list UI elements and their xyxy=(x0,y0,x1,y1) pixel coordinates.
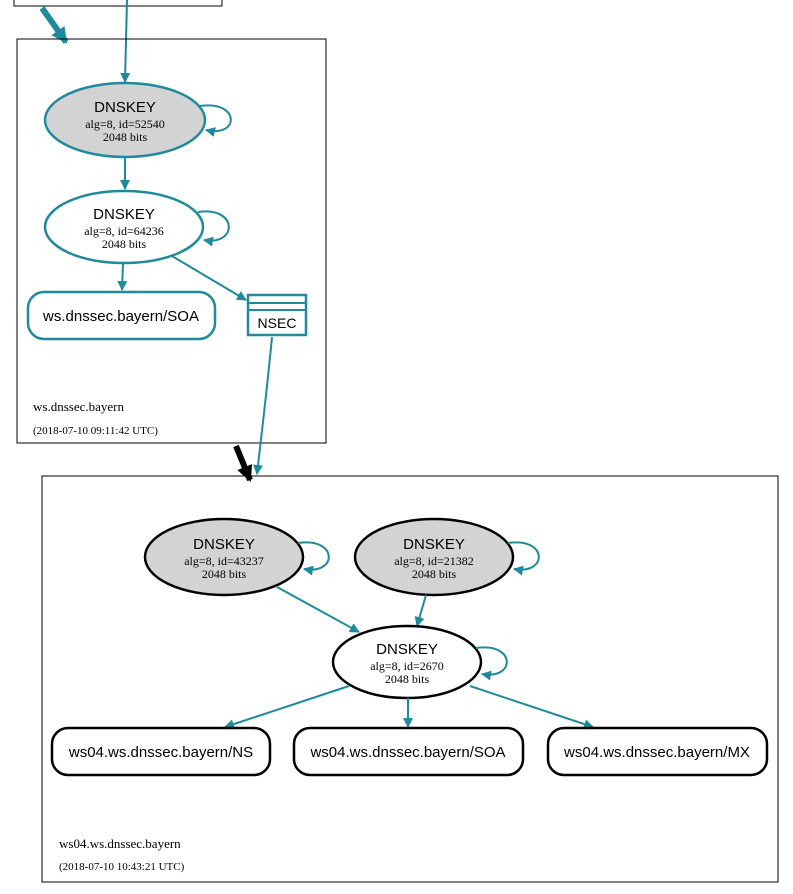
zone-box xyxy=(16,38,327,444)
dnskey-alg-id: alg=8, id=21382 xyxy=(394,554,474,568)
dnskey-node-ksk-43237[interactable]: DNSKEY alg=8, id=43237 2048 bits xyxy=(143,517,305,597)
edge-zsk-to-soa xyxy=(117,262,128,291)
dnskey-bits: 2048 bits xyxy=(103,130,148,144)
dnskey-alg-id: alg=8, id=64236 xyxy=(84,224,164,238)
nsec-label: NSEC xyxy=(258,315,297,331)
self-sign-loop xyxy=(475,646,508,681)
edge-zsk-to-ns xyxy=(224,685,350,729)
dnskey-type: DNSKEY xyxy=(193,536,255,553)
parent-zone-box xyxy=(13,0,223,7)
dnskey-node-ksk-21382[interactable]: DNSKEY alg=8, id=21382 2048 bits xyxy=(353,517,515,597)
self-sign-loop xyxy=(197,210,230,247)
self-sign-loop xyxy=(507,541,540,576)
zone-timestamp: (2018-07-10 10:43:21 UTC) xyxy=(59,861,185,873)
dnskey-alg-id: alg=8, id=52540 xyxy=(85,117,165,131)
zone-ws-dnssec-bayern: DNSKEY alg=8, id=52540 2048 bits DNSKEY … xyxy=(16,38,327,444)
self-sign-loop xyxy=(199,104,232,137)
dnskey-bits: 2048 bits xyxy=(202,567,247,581)
delegation-arrow-parent xyxy=(39,6,69,44)
zone-timestamp: (2018-07-10 09:11:42 UTC) xyxy=(33,425,158,437)
rrset-node-ns[interactable]: ws04.ws.dnssec.bayern/NS xyxy=(50,726,272,777)
dnskey-type: DNSKEY xyxy=(93,206,155,223)
dnskey-alg-id: alg=8, id=2670 xyxy=(370,659,444,673)
self-sign-loop xyxy=(297,541,330,576)
dnskey-type: DNSKEY xyxy=(403,536,465,553)
edge-parent-to-ksk xyxy=(120,0,131,83)
dnskey-node-zsk[interactable]: DNSKEY alg=8, id=64236 2048 bits xyxy=(43,189,205,265)
dnskey-node-ksk[interactable]: DNSKEY alg=8, id=52540 2048 bits xyxy=(43,81,207,159)
rrset-label: ws04.ws.dnssec.bayern/NS xyxy=(68,744,253,761)
rrset-node-mx[interactable]: ws04.ws.dnssec.bayern/MX xyxy=(546,726,769,777)
edge-zsk-to-mx xyxy=(469,685,594,729)
zone-name: ws04.ws.dnssec.bayern xyxy=(59,836,181,851)
dnskey-bits: 2048 bits xyxy=(412,567,457,581)
delegation-arrow-child xyxy=(233,444,253,482)
dnskey-bits: 2048 bits xyxy=(102,237,147,251)
dnskey-alg-id: alg=8, id=43237 xyxy=(184,554,264,568)
dnskey-type: DNSKEY xyxy=(94,99,156,116)
dnskey-type: DNSKEY xyxy=(376,641,438,658)
rrset-label: ws.dnssec.bayern/SOA xyxy=(42,308,199,325)
rrset-label: ws04.ws.dnssec.bayern/SOA xyxy=(309,744,505,761)
rrset-node-soa[interactable]: ws04.ws.dnssec.bayern/SOA xyxy=(292,726,525,777)
dnskey-node-zsk-2670[interactable]: DNSKEY alg=8, id=2670 2048 bits xyxy=(331,624,483,700)
dnskey-bits: 2048 bits xyxy=(385,672,430,686)
zone-ws04-ws-dnssec-bayern: DNSKEY alg=8, id=43237 2048 bits DNSKEY … xyxy=(41,475,779,883)
rrset-node-soa[interactable]: ws.dnssec.bayern/SOA xyxy=(26,290,217,341)
edge-ksk1-to-zsk xyxy=(276,586,360,633)
rrset-label: ws04.ws.dnssec.bayern/MX xyxy=(563,744,750,761)
edge-zsk-to-nsec xyxy=(171,255,247,301)
zone-box xyxy=(41,475,779,883)
edge-nsec-to-child xyxy=(253,336,273,475)
edge-ksk2-to-zsk xyxy=(414,594,427,627)
zone-name: ws.dnssec.bayern xyxy=(33,399,124,414)
nsec-node[interactable]: NSEC xyxy=(246,293,308,337)
